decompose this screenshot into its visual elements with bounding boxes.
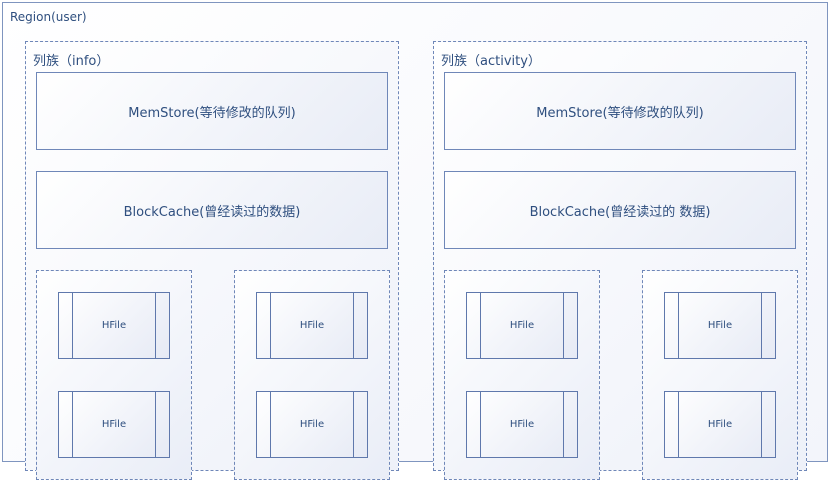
store-group: HFile HFile [642,270,798,480]
blockcache-box: BlockCache(曾经读过的数据) [36,171,388,249]
column-family-activity: 列族（activity） MemStore(等待修改的队列) BlockCach… [433,41,807,480]
hfile-box: HFile [256,292,368,359]
memstore-box: MemStore(等待修改的队列) [36,72,388,150]
hfile-box: HFile [256,391,368,458]
hfile-box: HFile [664,391,776,458]
memstore-box: MemStore(等待修改的队列) [444,72,796,150]
hfile-box: HFile [466,292,578,359]
hfile-box: HFile [58,292,170,359]
column-family-info: 列族（info） MemStore(等待修改的队列) BlockCache(曾经… [25,41,399,480]
store-group: HFile HFile [36,270,192,480]
store-group: HFile HFile [444,270,600,480]
region-title: Region(user) [10,10,87,24]
hfile-box: HFile [664,292,776,359]
hfile-box: HFile [466,391,578,458]
hfile-box: HFile [58,391,170,458]
column-family-title: 列族（info） [33,54,110,69]
store-group: HFile HFile [234,270,390,480]
blockcache-box: BlockCache(曾经读过的 数据) [444,171,796,249]
column-family-title: 列族（activity） [441,54,541,69]
